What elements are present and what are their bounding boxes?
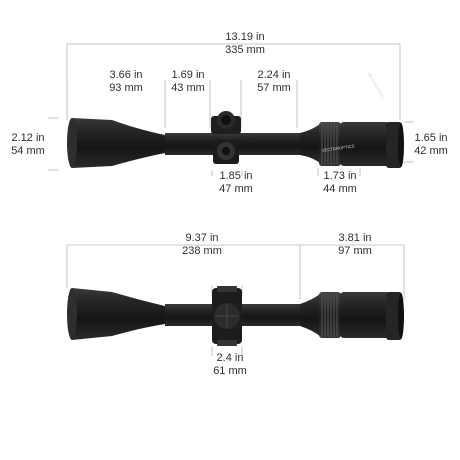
scope-brand-marking: VECTOROPTICS: [321, 143, 355, 153]
eyepiece-length-label: 3.81 in 97 mm: [338, 232, 372, 257]
guide-lines-bottom: [66, 244, 405, 356]
scope-side-view: VECTOROPTICS VECTOROPTICS: [48, 43, 414, 176]
turret-height-label: 2.4 in 61 mm: [213, 352, 247, 377]
ocular-taper: [300, 124, 320, 163]
objective-bell-label: 3.66 in 93 mm: [109, 69, 143, 94]
rear-tube-label: 2.24 in 57 mm: [257, 69, 291, 94]
eyepiece: [340, 122, 390, 166]
front-tube-label: 1.69 in 43 mm: [171, 69, 205, 94]
objective-diameter-label: 2.12 in 54 mm: [11, 132, 45, 157]
objective-bell-top: [69, 288, 165, 340]
overall-length-label: 13.19 in 335 mm: [225, 31, 265, 56]
objective-bell: [70, 118, 165, 168]
turret-width-label: 1.85 in 47 mm: [219, 170, 253, 195]
scope-brand-marking-rear: VECTOROPTICS: [367, 72, 385, 99]
objective-to-ring-label: 9.37 in 238 mm: [182, 232, 222, 257]
magnification-ring-label: 1.73 in 44 mm: [323, 170, 357, 195]
guide-lines-top: [48, 43, 414, 176]
ocular-taper-top: [300, 294, 320, 336]
eyepiece-diameter-label: 1.65 in 42 mm: [414, 132, 448, 157]
scope-top-view: [66, 244, 405, 356]
eyepiece-top: [340, 292, 390, 338]
